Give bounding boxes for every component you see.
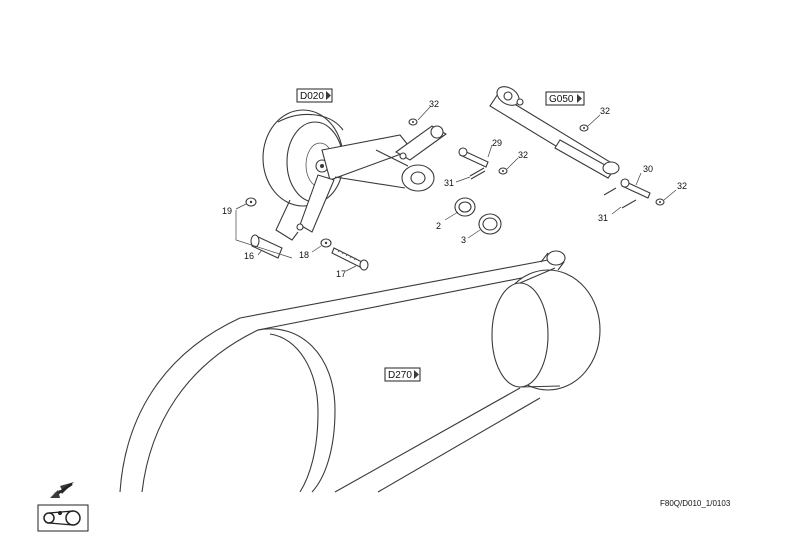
cotter-pin-31a [469, 167, 486, 180]
part-number-32: 32 [600, 106, 610, 116]
part-number-19: 19 [222, 206, 232, 216]
part-number-29: 29 [492, 138, 502, 148]
washer-19 [245, 197, 257, 207]
reference-link-d020[interactable]: D020 [296, 88, 333, 103]
hydraulic-cylinder [489, 86, 620, 179]
drawing-code: F80Q/D010_1/0103 [660, 499, 731, 508]
pin-30 [620, 178, 651, 199]
part-number-32: 32 [429, 99, 439, 109]
cotter-pin-31b [603, 187, 637, 209]
reference-link-d270[interactable]: D270 [384, 367, 421, 382]
pin-29 [458, 147, 489, 168]
snap-ring-3 [478, 213, 502, 235]
reference-label-g050: G050 [549, 94, 574, 105]
reference-label-d270: D270 [388, 370, 412, 381]
part-number-32: 32 [677, 181, 687, 191]
washer-32b [498, 167, 508, 175]
driven-pulley [491, 250, 601, 391]
part-number-31: 31 [598, 213, 608, 223]
part-number-3: 3 [461, 235, 466, 245]
seal-ring-2 [454, 197, 476, 217]
washer-18 [320, 238, 332, 248]
belt-thumbnail-icon[interactable] [37, 504, 89, 532]
leader-lines [235, 106, 677, 272]
part-number-16: 16 [244, 251, 254, 261]
washer-32a [408, 118, 418, 126]
back-arrow-icon[interactable] [50, 482, 74, 498]
part-number-2: 2 [436, 221, 441, 231]
reference-link-g050[interactable]: G050 [545, 91, 585, 106]
play-arrow-icon [414, 370, 419, 379]
washer-32c [579, 124, 589, 132]
play-arrow-icon [326, 91, 331, 100]
part-number-17: 17 [336, 269, 346, 279]
play-arrow-icon [577, 94, 582, 103]
part-number-18: 18 [299, 250, 309, 260]
drive-belt [119, 259, 553, 493]
part-number-30: 30 [643, 164, 653, 174]
part-number-32: 32 [518, 150, 528, 160]
washer-32d [655, 198, 665, 206]
tensioner-arm [275, 125, 448, 241]
part-number-31: 31 [444, 178, 454, 188]
reference-label-d020: D020 [300, 91, 324, 102]
bolt-17 [331, 247, 369, 271]
